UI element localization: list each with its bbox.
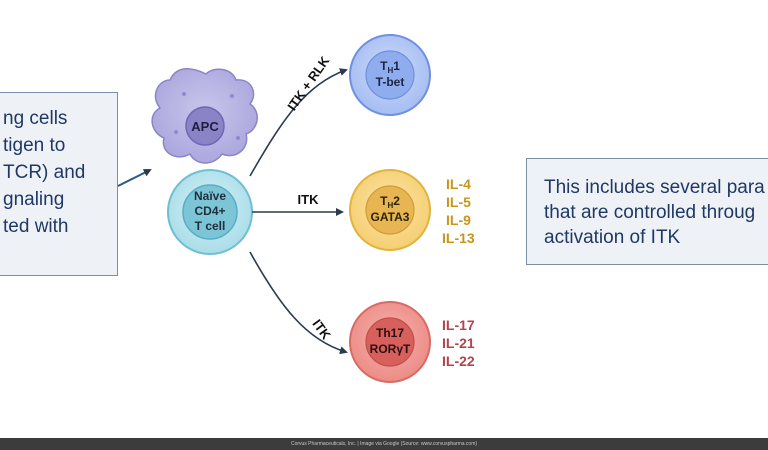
th2-cytokine: IL-13	[442, 230, 475, 246]
left-box-line: tigen to	[3, 135, 66, 156]
footer-bar: Corvus Pharmaceuticals, Inc. | Image via…	[0, 438, 768, 450]
th17-label-line2: RORγT	[370, 342, 411, 356]
th17-cytokine: IL-21	[442, 335, 475, 351]
left-box-line: ng cells	[3, 108, 68, 129]
t-cell-differentiation-diagram: APC Naïve CD4+ T cell ITK + RLK ITK ITK …	[117, 34, 475, 383]
th2-label-line2: GATA3	[371, 210, 410, 224]
naive-label-line: T cell	[195, 219, 226, 233]
left-text-box: ng cells tigen to TCR) and gnaling ted w…	[0, 92, 118, 276]
th17-cytokine: IL-22	[442, 353, 475, 369]
apc-cell: APC	[151, 68, 258, 164]
th1-cell: TH1 T-bet	[349, 34, 431, 116]
th2-nucleus	[365, 185, 415, 235]
th1-label-line1: TH1	[380, 59, 400, 75]
th17-nucleus	[365, 317, 415, 367]
right-box-line: that are controlled throug	[544, 202, 756, 223]
naive-label-line: CD4+	[194, 204, 225, 218]
th17-label-line1: Th17	[376, 326, 404, 340]
naive-nucleus	[182, 184, 238, 240]
th17-cell: Th17 RORγT	[349, 301, 431, 383]
th2-cytokine: IL-4	[446, 176, 471, 192]
arrow-label-middle: ITK	[298, 192, 320, 207]
right-box-line: activation of ITK	[544, 227, 681, 248]
apc-nucleus	[185, 106, 225, 146]
th2-cytokine: IL-5	[446, 194, 471, 210]
left-box-line: ted with	[3, 216, 69, 237]
naive-label-line: Naïve	[194, 189, 226, 203]
naive-t-cell: Naïve CD4+ T cell	[167, 169, 253, 255]
th2-cytokine: IL-9	[446, 212, 471, 228]
th2-label-line1: TH2	[380, 194, 400, 210]
th2-cell: TH2 GATA3	[349, 169, 431, 251]
arrow-to-th1	[249, 68, 348, 177]
footer-credit: Corvus Pharmaceuticals, Inc. | Image via…	[290, 441, 478, 447]
th17-cytokine: IL-17	[442, 317, 475, 333]
right-text-box: This includes several para that are cont…	[526, 158, 768, 265]
right-box-line: This includes several para	[544, 177, 765, 198]
th1-nucleus	[365, 50, 415, 100]
left-box-arrow	[117, 169, 152, 187]
arrow-label-top: ITK + RLK	[284, 53, 332, 113]
left-box-line: TCR) and	[3, 162, 86, 183]
arrow-to-th17	[249, 251, 348, 355]
apc-label: APC	[191, 119, 219, 134]
arrow-label-bottom: ITK	[309, 316, 334, 342]
th1-label-line2: T-bet	[376, 75, 405, 89]
left-box-line: gnaling	[3, 189, 65, 210]
